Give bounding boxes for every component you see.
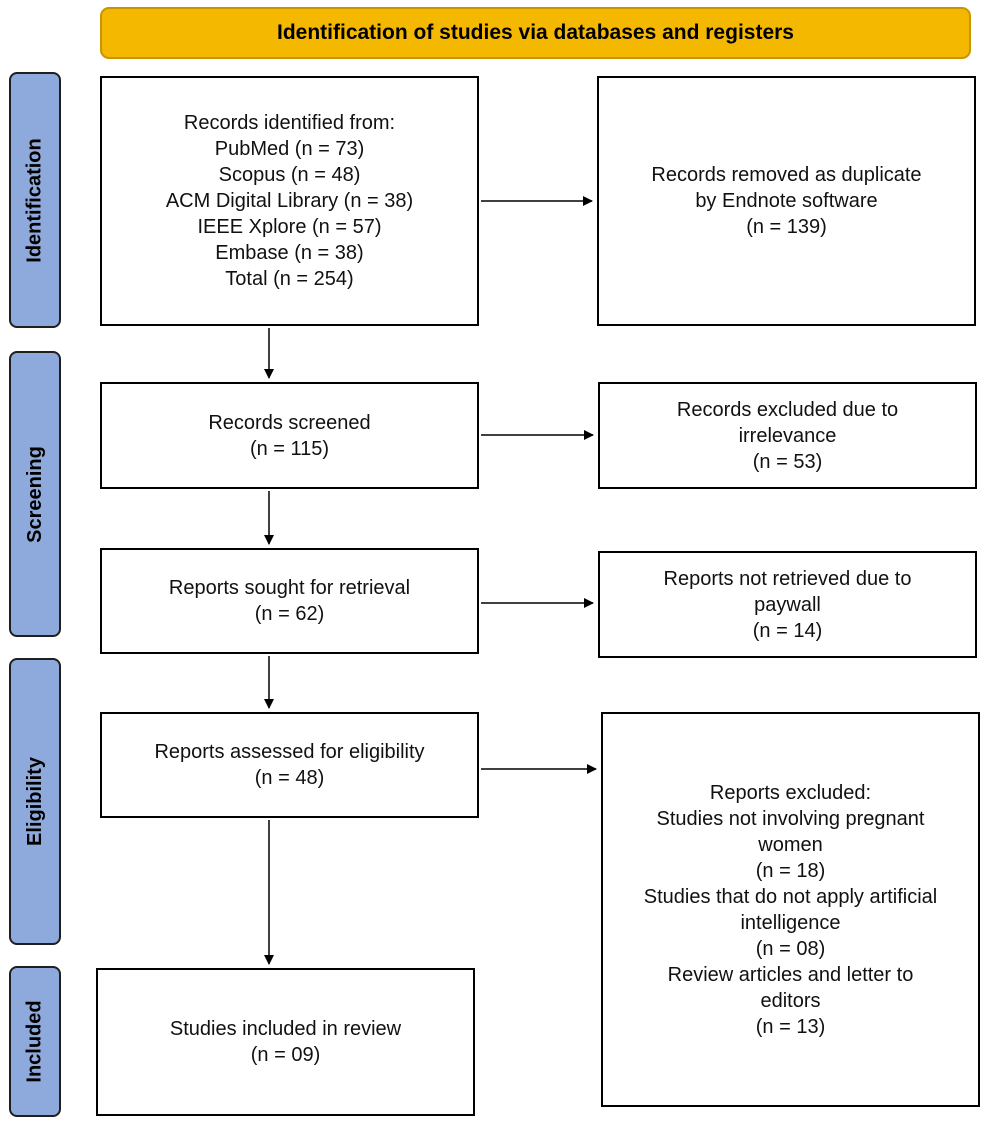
- duplicates-removed-box: Records removed as duplicate by Endnote …: [597, 76, 976, 326]
- records-excluded-count: (n = 53): [752, 450, 823, 473]
- source-scopus: Scopus (n = 48): [218, 164, 361, 186]
- studies-included-label: Studies included in review: [169, 1018, 402, 1040]
- reports-excluded-box: Reports excluded: Studies not involving …: [601, 712, 980, 1107]
- phase-eligibility: Eligibility: [9, 658, 61, 945]
- records-excluded-box: Records excluded due to irrelevance (n =…: [598, 382, 977, 489]
- records-screened-box: Records screened (n = 115): [100, 382, 479, 489]
- reports-not-retrieved-box: Reports not retrieved due to paywall (n …: [598, 551, 977, 658]
- header-banner: Identification of studies via databases …: [100, 7, 971, 59]
- records-screened-label: Records screened: [208, 411, 371, 434]
- duplicates-line1: Records removed as duplicate: [651, 164, 922, 186]
- studies-included-count: (n = 09): [250, 1044, 321, 1066]
- reason1-line2: women: [758, 833, 823, 856]
- duplicates-line2: by Endnote software: [695, 190, 878, 212]
- reason1-count: (n = 18): [755, 859, 826, 882]
- reports-not-retrieved-line2: paywall: [754, 593, 821, 616]
- phase-included: Included: [9, 966, 61, 1117]
- reason1-line1: Studies not involving pregnant: [656, 807, 925, 830]
- header-title: Identification of studies via databases …: [277, 21, 794, 44]
- source-total: Total (n = 254): [225, 268, 354, 290]
- reports-excluded-title: Reports excluded:: [709, 781, 872, 804]
- records-identified-box: Records identified from: PubMed (n = 73)…: [100, 76, 479, 326]
- reports-sought-box: Reports sought for retrieval (n = 62): [100, 548, 479, 654]
- reason2-line1: Studies that do not apply artificial: [643, 885, 938, 908]
- records-excluded-line1: Records excluded due to: [676, 398, 899, 421]
- reason3-count: (n = 13): [755, 1015, 826, 1038]
- source-pubmed: PubMed (n = 73): [214, 138, 365, 160]
- source-acm: ACM Digital Library (n = 38): [165, 190, 414, 212]
- reports-not-retrieved-line1: Reports not retrieved due to: [663, 567, 912, 590]
- reports-assessed-count: (n = 48): [254, 767, 325, 789]
- reports-sought-count: (n = 62): [254, 603, 325, 625]
- duplicates-count: (n = 139): [746, 216, 827, 238]
- source-ieee: IEEE Xplore (n = 57): [197, 216, 382, 238]
- records-excluded-line2: irrelevance: [738, 424, 837, 447]
- source-embase: Embase (n = 38): [215, 242, 364, 264]
- reports-not-retrieved-count: (n = 14): [752, 619, 823, 642]
- reason2-count: (n = 08): [755, 937, 826, 960]
- studies-included-box: Studies included in review (n = 09): [96, 968, 475, 1116]
- phase-identification: Identification: [9, 72, 61, 328]
- reports-assessed-box: Reports assessed for eligibility (n = 48…: [100, 712, 479, 818]
- reason2-line2: intelligence: [740, 911, 841, 934]
- reason3-line1: Review articles and letter to: [667, 963, 914, 986]
- reason3-line2: editors: [760, 989, 821, 1012]
- phase-screening: Screening: [9, 351, 61, 637]
- reports-assessed-label: Reports assessed for eligibility: [154, 741, 425, 763]
- records-screened-count: (n = 115): [249, 437, 330, 460]
- reports-sought-label: Reports sought for retrieval: [168, 577, 411, 599]
- records-identified-title: Records identified from:: [183, 112, 396, 134]
